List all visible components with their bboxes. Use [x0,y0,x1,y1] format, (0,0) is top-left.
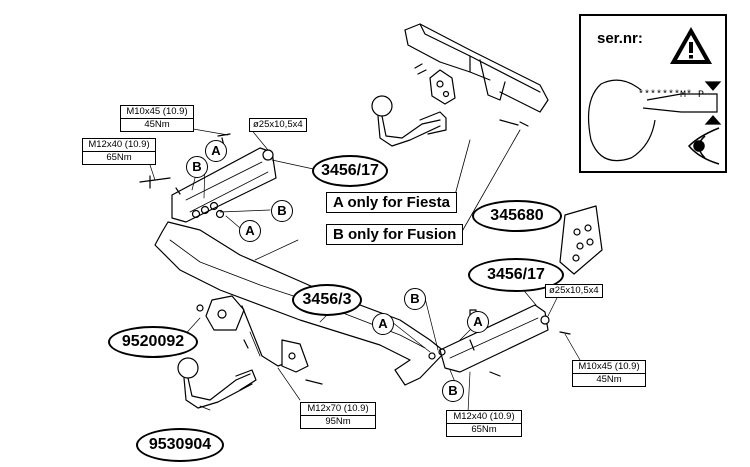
fastener-spec-m10-right: M10x45 (10.9) 45Nm [572,360,646,387]
warning-triangle-icon [670,27,712,64]
marker-a: A [205,140,227,162]
marker-b: B [404,288,426,310]
tow-ball-part [177,357,257,409]
marker-a: A [467,311,489,333]
part-label-ball-bracket: 9520092 [108,326,198,358]
leader-line [454,139,471,196]
marker-b: B [186,156,208,178]
vehicle-chassis-sketch [404,23,549,127]
tow-ball-top [371,95,447,147]
marker-a: A [239,220,261,242]
serial-number-title: ser.nr: [597,30,643,47]
fastener-spec-m10-top: M10x45 (10.9) 45Nm [120,105,194,132]
marker-b: B [271,200,293,222]
part-label-hitch-top: 3456/17 [312,155,388,187]
fastener-spec-m12-bottom: M12x40 (10.9) 65Nm [446,410,522,437]
left-side-bracket [171,147,277,223]
plate-sketch [588,79,722,162]
marker-a: A [372,313,394,335]
right-side-bracket [428,304,571,377]
electric-socket-plate [559,205,603,275]
part-label-crossbar: 3456/3 [292,284,362,316]
serial-number-warning-panel: ser.nr: [579,14,727,173]
washer-spec-right: ø25x10,5x4 [545,284,603,298]
note-fusion: B only for Fusion [326,224,464,245]
part-label-tow-ball: 9530904 [136,428,224,462]
washer-spec-top: ø25x10,5x4 [249,118,307,132]
part-label-electrics: 345680 [472,200,562,232]
fastener-spec-m12-top: M12x40 (10.9) 65Nm [82,138,156,165]
serial-plate-text: *******M* P [638,90,705,101]
marker-b: B [442,380,464,402]
fastener-spec-m12x70: M12x70 (10.9) 95Nm [300,402,376,429]
eye-icon [687,127,720,165]
leader-line [459,129,521,236]
note-fiesta: A only for Fiesta [326,192,457,213]
ball-bracket-part [196,295,323,385]
